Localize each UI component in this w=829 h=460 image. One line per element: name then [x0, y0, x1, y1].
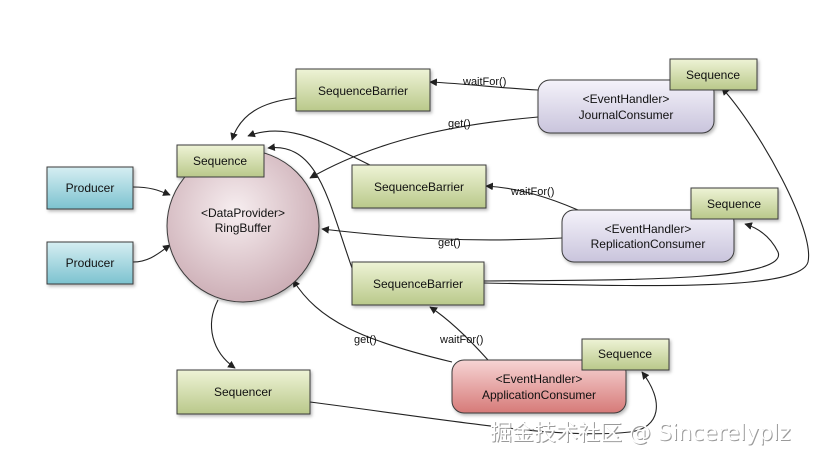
edge-sequencer-application [309, 371, 657, 435]
edge-barrier-bottom-replication [483, 222, 779, 282]
edge-barrier-bottom-journal [483, 87, 810, 287]
edge-journal-waitfor [429, 78, 539, 91]
replication-sequence-label: Sequence [707, 197, 761, 211]
label-journal-waitfor: waitFor() [462, 76, 506, 88]
label-replication-get: get() [438, 237, 461, 249]
ring-sequence-box[interactable] [176, 144, 265, 178]
journal-consumer-line1: <EventHandler> [583, 92, 670, 106]
barrier-top-label: SequenceBarrier [318, 84, 408, 98]
label-replication-waitfor: waitFor() [510, 186, 554, 198]
journal-consumer-node[interactable] [537, 79, 715, 134]
journal-consumer-line2: JournalConsumer [579, 108, 674, 122]
sequencer-label: Sequencer [214, 385, 272, 399]
label-journal-get: get() [448, 118, 471, 130]
edge-application-get [292, 279, 453, 363]
edge-producer2-ring [132, 244, 171, 263]
label-application-get: get() [354, 334, 377, 346]
application-consumer-node[interactable] [451, 359, 627, 414]
edge-ring-sequencer [211, 299, 236, 369]
ring-buffer-line1: <DataProvider> [201, 206, 285, 220]
edge-replication-waitfor [485, 182, 579, 211]
application-sequence-label: Sequence [598, 347, 652, 361]
replication-consumer-line2: ReplicationConsumer [591, 237, 706, 251]
nodes [46, 58, 779, 415]
label-application-waitfor: waitFor() [439, 334, 483, 346]
sequence-barrier-mid[interactable] [351, 164, 487, 209]
replication-sequence-box[interactable] [690, 187, 779, 220]
journal-sequence-box[interactable] [669, 58, 758, 91]
edge-producer1-ring [132, 186, 171, 196]
application-consumer-line1: <EventHandler> [496, 372, 583, 386]
producer-node-2[interactable] [46, 241, 134, 285]
watermark: 掘金技术社区 @ Sincerelyplz 掘金技术社区 @ Sincerely… [490, 421, 792, 447]
producer-node-1[interactable] [46, 166, 134, 210]
journal-sequence-label: Sequence [686, 68, 740, 82]
edge-barrier-bottom-sequence [267, 143, 353, 269]
replication-consumer-line1: <EventHandler> [605, 222, 692, 236]
producer-1-label: Producer [66, 181, 115, 195]
watermark-shadow: 掘金技术社区 @ Sincerelyplz [491, 422, 792, 447]
edge-journal-get [309, 116, 539, 179]
sequence-barrier-bottom[interactable] [351, 261, 485, 306]
barrier-bottom-label: SequenceBarrier [373, 277, 463, 291]
edge-replication-get [321, 225, 563, 241]
ring-sequence-label: Sequence [193, 154, 247, 168]
edge-barrier-mid-sequence [247, 129, 373, 167]
sequencer-node[interactable] [176, 369, 311, 415]
edge-application-waitfor [429, 306, 489, 361]
application-sequence-box[interactable] [581, 338, 670, 371]
edge-labels: waitFor() get() waitFor() get() get() wa… [354, 76, 554, 346]
sequence-barrier-top[interactable] [295, 68, 431, 112]
application-consumer-line2: ApplicationConsumer [482, 388, 596, 402]
producer-2-label: Producer [66, 256, 115, 270]
barrier-mid-label: SequenceBarrier [374, 180, 464, 194]
edges [132, 78, 810, 435]
watermark-text: 掘金技术社区 @ Sincerelyplz [490, 421, 791, 446]
node-labels: <DataProvider> RingBuffer Producer Produ… [66, 68, 762, 402]
replication-consumer-node[interactable] [561, 209, 735, 263]
ring-buffer-line2: RingBuffer [215, 221, 271, 235]
edge-barrier-top-sequence [230, 97, 297, 141]
